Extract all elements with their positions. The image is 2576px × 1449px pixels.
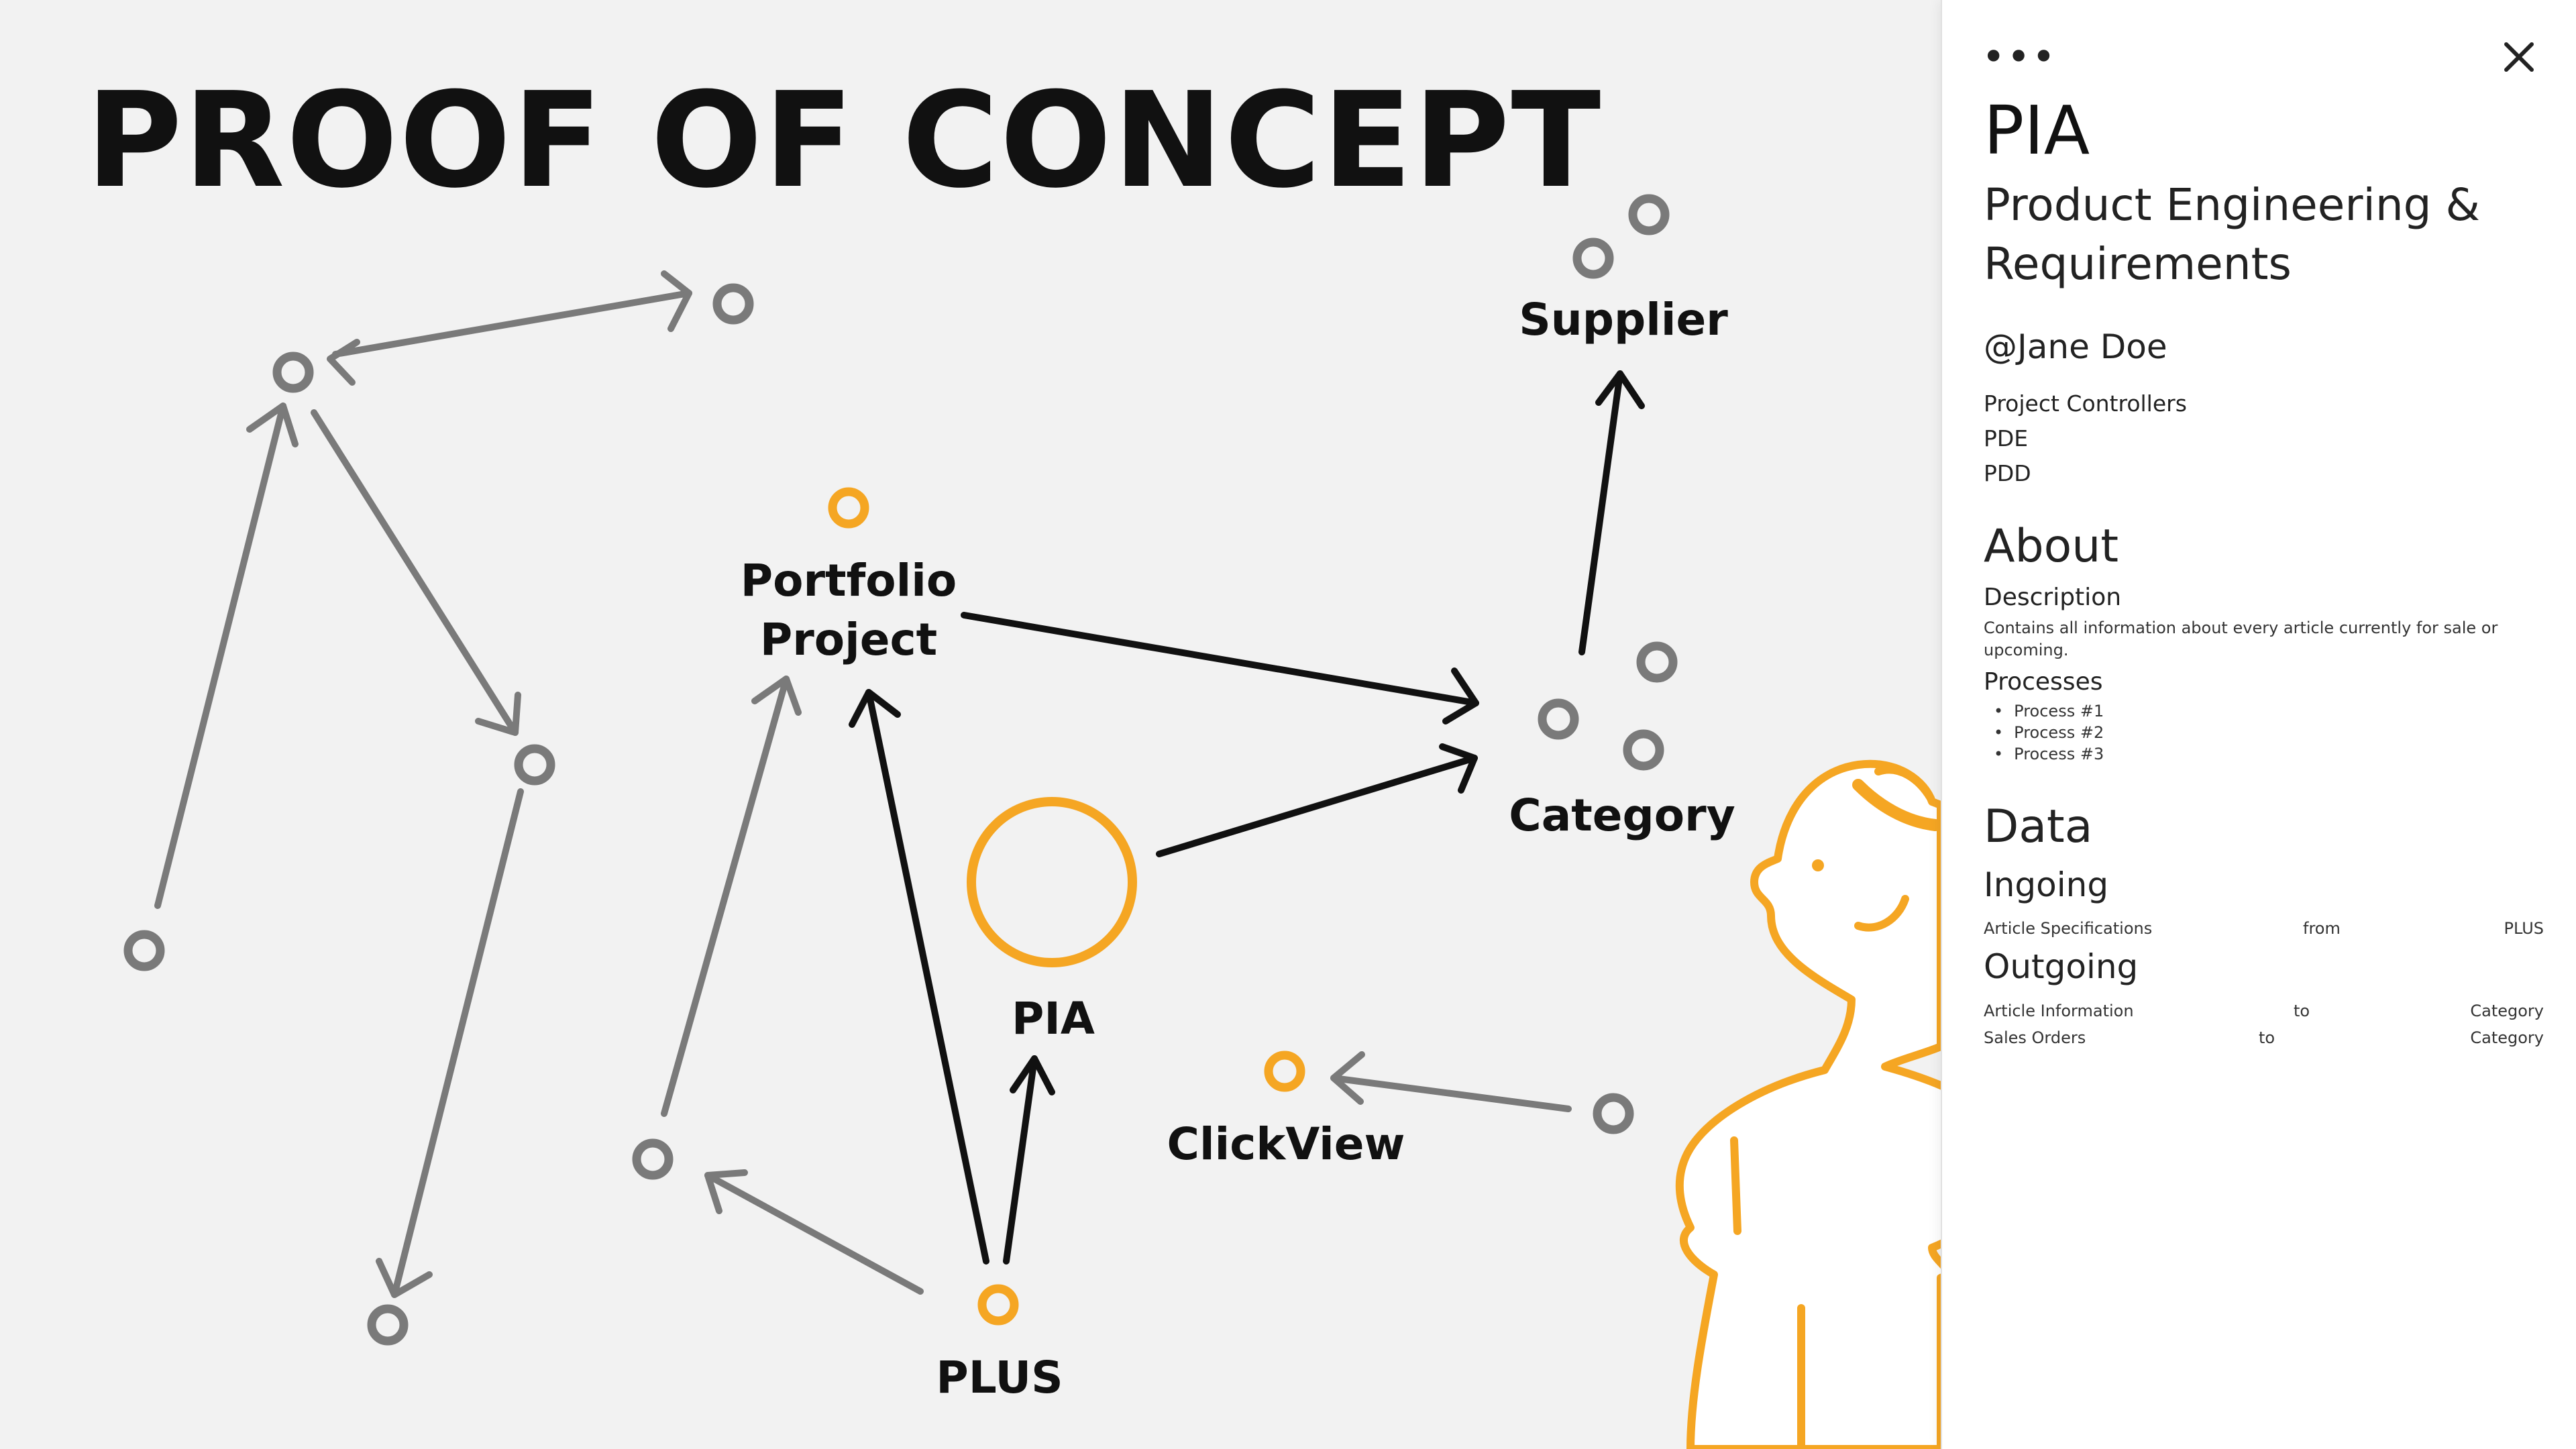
label-portfolio-project: Portfolio Project xyxy=(741,551,957,669)
flow-system: Category xyxy=(2470,1028,2544,1047)
description-label: Description xyxy=(1984,584,2122,611)
processes-label: Processes xyxy=(1984,668,2103,696)
flow-name: Article Specifications xyxy=(1984,919,2153,938)
flow-name: Article Information xyxy=(1984,1002,2134,1020)
flow-direction: from xyxy=(2303,919,2341,938)
close-icon xyxy=(2504,42,2534,72)
edge-category-to-supplier xyxy=(1578,370,1645,655)
diagram-graph xyxy=(123,194,1941,1449)
flow-system: Category xyxy=(2470,1002,2544,1020)
process-item: Process #2 xyxy=(1994,722,2104,743)
ingoing-row[interactable]: Article Specifications from PLUS xyxy=(1984,919,2544,946)
flow-direction: to xyxy=(2259,1028,2275,1047)
node-clickview[interactable] xyxy=(1264,1051,1305,1092)
node-gray-top[interactable] xyxy=(712,283,754,325)
gray-edges xyxy=(154,270,1572,1298)
team-item: PDE xyxy=(1984,425,2029,451)
orange-nodes xyxy=(828,487,1305,1326)
node-supplier-2[interactable] xyxy=(1628,194,1670,235)
data-heading: Data xyxy=(1984,800,2093,853)
node-category-3[interactable] xyxy=(1623,729,1664,771)
outgoing-row[interactable]: Sales Orders to Category xyxy=(1984,1028,2544,1055)
more-options-button[interactable]: ••• xyxy=(1978,37,2055,77)
canvas-title: PROOF OF CONCEPT xyxy=(86,64,1603,217)
node-category-1[interactable] xyxy=(1538,698,1579,740)
owner-mention[interactable]: @Jane Doe xyxy=(1984,327,2167,366)
node-plus[interactable] xyxy=(977,1284,1019,1326)
gray-nodes xyxy=(123,194,1678,1346)
close-panel-button[interactable] xyxy=(2496,34,2542,80)
process-list: Process #1 Process #2 Process #3 xyxy=(1994,700,2104,765)
team-item: Project Controllers xyxy=(1984,390,2187,417)
node-category-2[interactable] xyxy=(1636,641,1678,683)
edge-c-to-d xyxy=(376,788,524,1298)
label-supplier: Supplier xyxy=(1519,294,1728,345)
mascot-figure xyxy=(1675,759,1941,1449)
node-gray-e[interactable] xyxy=(632,1138,674,1180)
node-supplier-1[interactable] xyxy=(1572,237,1614,279)
edge-a-to-b xyxy=(154,402,299,909)
label-plus: PLUS xyxy=(936,1352,1063,1403)
label-portfolio-line2: Project xyxy=(759,614,938,665)
node-gray-a[interactable] xyxy=(123,930,165,971)
node-gray-b[interactable] xyxy=(272,352,314,393)
panel-subtitle: Product Engineering & Requirements xyxy=(1984,179,2481,290)
edge-top-to-b xyxy=(327,339,360,386)
more-horizontal-icon: ••• xyxy=(1982,34,2057,80)
node-portfolio[interactable] xyxy=(828,487,869,529)
label-pia: PIA xyxy=(1011,993,1095,1044)
team-list: Project Controllers PDE PDD xyxy=(1984,386,2187,491)
ingoing-label: Ingoing xyxy=(1984,865,2109,904)
flow-system: PLUS xyxy=(2504,919,2544,938)
process-item: Process #3 xyxy=(1994,743,2104,765)
outgoing-label: Outgoing xyxy=(1984,947,2139,986)
about-heading: About xyxy=(1984,520,2119,573)
node-gray-f[interactable] xyxy=(1593,1093,1634,1134)
edge-pia-to-category xyxy=(1156,743,1478,857)
edge-e-to-portfolio xyxy=(661,676,802,1117)
team-item: PDD xyxy=(1984,460,2031,486)
edge-b-to-top xyxy=(332,270,692,358)
label-portfolio-line1: Portfolio xyxy=(740,555,957,606)
flow-name: Sales Orders xyxy=(1984,1028,2086,1047)
flow-direction: to xyxy=(2294,1002,2310,1020)
edge-portfolio-to-category xyxy=(961,612,1479,724)
outgoing-row[interactable]: Article Information to Category xyxy=(1984,1002,2544,1028)
node-gray-d[interactable] xyxy=(367,1304,409,1346)
description-text: Contains all information about every art… xyxy=(1984,619,2498,659)
edge-plus-to-pia xyxy=(1003,1055,1055,1265)
edge-plus-to-e xyxy=(704,1169,924,1295)
edge-b-to-c xyxy=(311,409,521,736)
label-category: Category xyxy=(1509,790,1735,841)
process-item: Process #1 xyxy=(1994,700,2104,722)
panel-title: PIA xyxy=(1984,91,2090,170)
node-gray-c[interactable] xyxy=(514,744,555,786)
edge-plus-to-portfolio xyxy=(849,689,989,1265)
label-clickview: ClickView xyxy=(1167,1118,1405,1170)
edge-f-to-clickview xyxy=(1330,1051,1572,1112)
dark-edges xyxy=(849,370,1645,1265)
node-pia[interactable] xyxy=(967,797,1137,967)
